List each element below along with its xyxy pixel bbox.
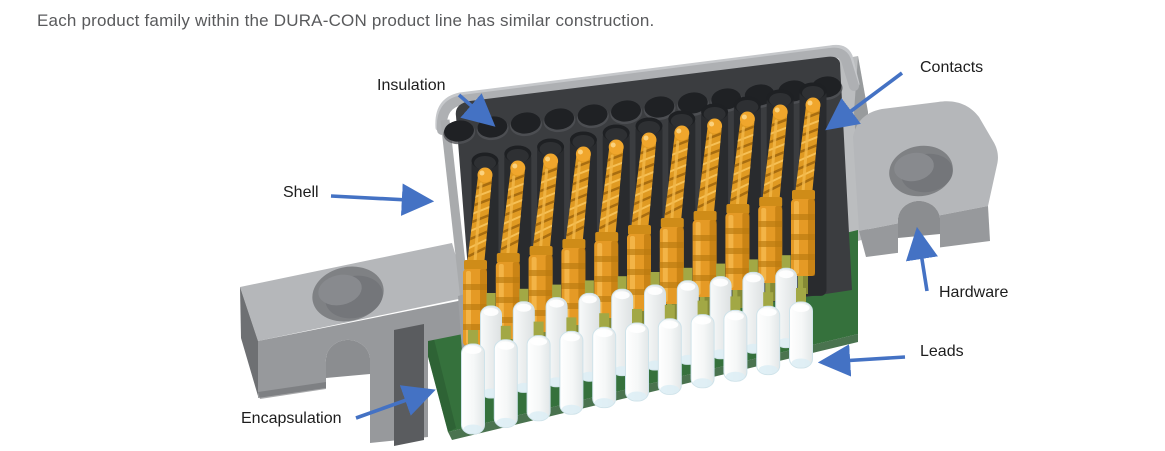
lead bbox=[592, 326, 617, 409]
lead bbox=[493, 339, 518, 428]
label-shell: Shell bbox=[283, 184, 319, 201]
insulation-hole bbox=[677, 92, 708, 114]
lead bbox=[756, 305, 781, 376]
insulation-hole bbox=[510, 112, 541, 134]
arrow-hardware bbox=[905, 226, 938, 292]
lead bbox=[559, 330, 584, 415]
lead bbox=[461, 343, 485, 435]
lead bbox=[690, 314, 715, 389]
shell-inner-wall bbox=[394, 324, 424, 446]
shell-left-flange bbox=[240, 243, 468, 451]
arrow-leads bbox=[817, 344, 906, 377]
lead bbox=[625, 322, 649, 402]
shell-right-flange bbox=[853, 101, 998, 266]
arrow-insulation bbox=[457, 93, 496, 127]
insulation-hole bbox=[577, 104, 608, 126]
insulation-hole bbox=[544, 108, 575, 130]
page-title: Each product family within the DURA-CON … bbox=[37, 11, 655, 30]
lead bbox=[789, 301, 813, 369]
lead bbox=[526, 335, 551, 422]
callout-arrows bbox=[330, 71, 938, 420]
insulation-hole bbox=[611, 100, 641, 122]
label-insulation: Insulation bbox=[377, 77, 446, 94]
label-contacts: Contacts bbox=[920, 59, 984, 76]
lead bbox=[723, 309, 748, 382]
label-hardware: Hardware bbox=[939, 284, 1009, 301]
arrow-encapsulation bbox=[355, 385, 436, 420]
leads-front-row bbox=[461, 288, 813, 435]
arrow-contacts bbox=[825, 71, 904, 131]
arrow-shell bbox=[330, 183, 435, 216]
lead bbox=[657, 318, 682, 395]
insulation-hole bbox=[644, 96, 675, 118]
label-encapsulation: Encapsulation bbox=[241, 410, 342, 427]
label-leads: Leads bbox=[920, 343, 964, 360]
